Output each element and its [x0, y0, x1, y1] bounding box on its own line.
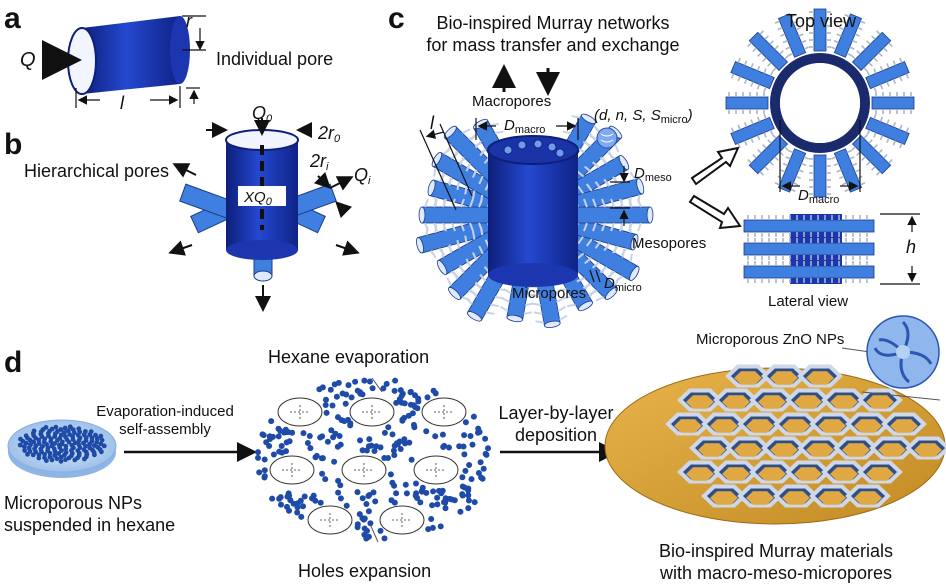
xq0-label-box [238, 186, 286, 206]
murray-material-caption: Bio-inspired Murray materials with macro… [658, 541, 894, 583]
layer-by-layer-label: Layer-by-layer deposition [498, 403, 614, 445]
d-macro-label: Dmacro [504, 117, 546, 136]
d-meso-label: Dmeso [634, 165, 672, 184]
q0-label: Q0 [252, 103, 273, 125]
panel-label-b: b [4, 128, 23, 161]
flow-label-q: Q [20, 49, 36, 71]
individual-pore-caption: Individual pore [216, 49, 334, 69]
lateral-view-network [743, 214, 875, 284]
view-hollow-arrows [688, 146, 742, 230]
holes-expansion-label: Holes expansion [298, 561, 432, 581]
self-assembly-network [255, 377, 491, 542]
individual-pore-cylinder [67, 16, 190, 95]
hexane-evaporation-label: Hexane evaporation [268, 347, 430, 367]
d-macro-top-label: Dmacro [798, 187, 840, 206]
branch-length-label-l: l [430, 113, 434, 133]
macropores-arrows [492, 64, 560, 96]
panel-b-arrows [168, 118, 360, 312]
microporous-np-sphere [596, 127, 618, 149]
network-parameters-label: (d, n, S, Smicro) [594, 107, 693, 126]
length-dimension [75, 86, 200, 108]
mesopores-label: Mesopores [632, 235, 707, 252]
murray-network-core [487, 135, 579, 287]
hierarchical-pores-caption: Hierarchical pores [24, 161, 170, 181]
top-view-dimension [779, 120, 861, 192]
lateral-height-dimension [880, 213, 920, 285]
top-view-ring [725, 8, 915, 198]
length-label-l: l [120, 93, 124, 113]
murray-network-title: Bio-inspired Murray networks for mass tr… [426, 13, 680, 55]
qi-label: Qi [354, 165, 371, 187]
panel-label-a: a [4, 2, 21, 35]
np-suspension-dish [7, 419, 117, 478]
radius-dimension [182, 15, 206, 51]
murray-material-plate [604, 364, 946, 525]
radius-label-r: r [186, 11, 192, 31]
panel-label-d: d [4, 346, 23, 379]
r0-label: 2r0 [318, 123, 341, 145]
zno-np-inset [841, 315, 941, 401]
panel-label-c: c [388, 2, 405, 35]
lateral-view-label: Lateral view [768, 293, 849, 310]
top-view-label: Top view [786, 11, 857, 31]
evaporation-self-assembly-label: Evaporation-induced self-assembly [96, 403, 234, 438]
network-dimension-lines [419, 118, 630, 283]
np-suspension-caption: Microporous NPs suspended in hexane [4, 493, 176, 535]
micropores-label: Micropores [512, 285, 587, 302]
zno-np-label: Microporous ZnO NPs [696, 331, 845, 348]
macropores-label: Macropores [472, 93, 552, 110]
assembly-annotation-lines [369, 377, 383, 543]
height-label-h: h [906, 237, 917, 257]
d-micro-label: Dmicro [604, 275, 642, 294]
xq0-label: XQ0 [244, 189, 272, 208]
ri-label: 2ri [310, 151, 329, 173]
